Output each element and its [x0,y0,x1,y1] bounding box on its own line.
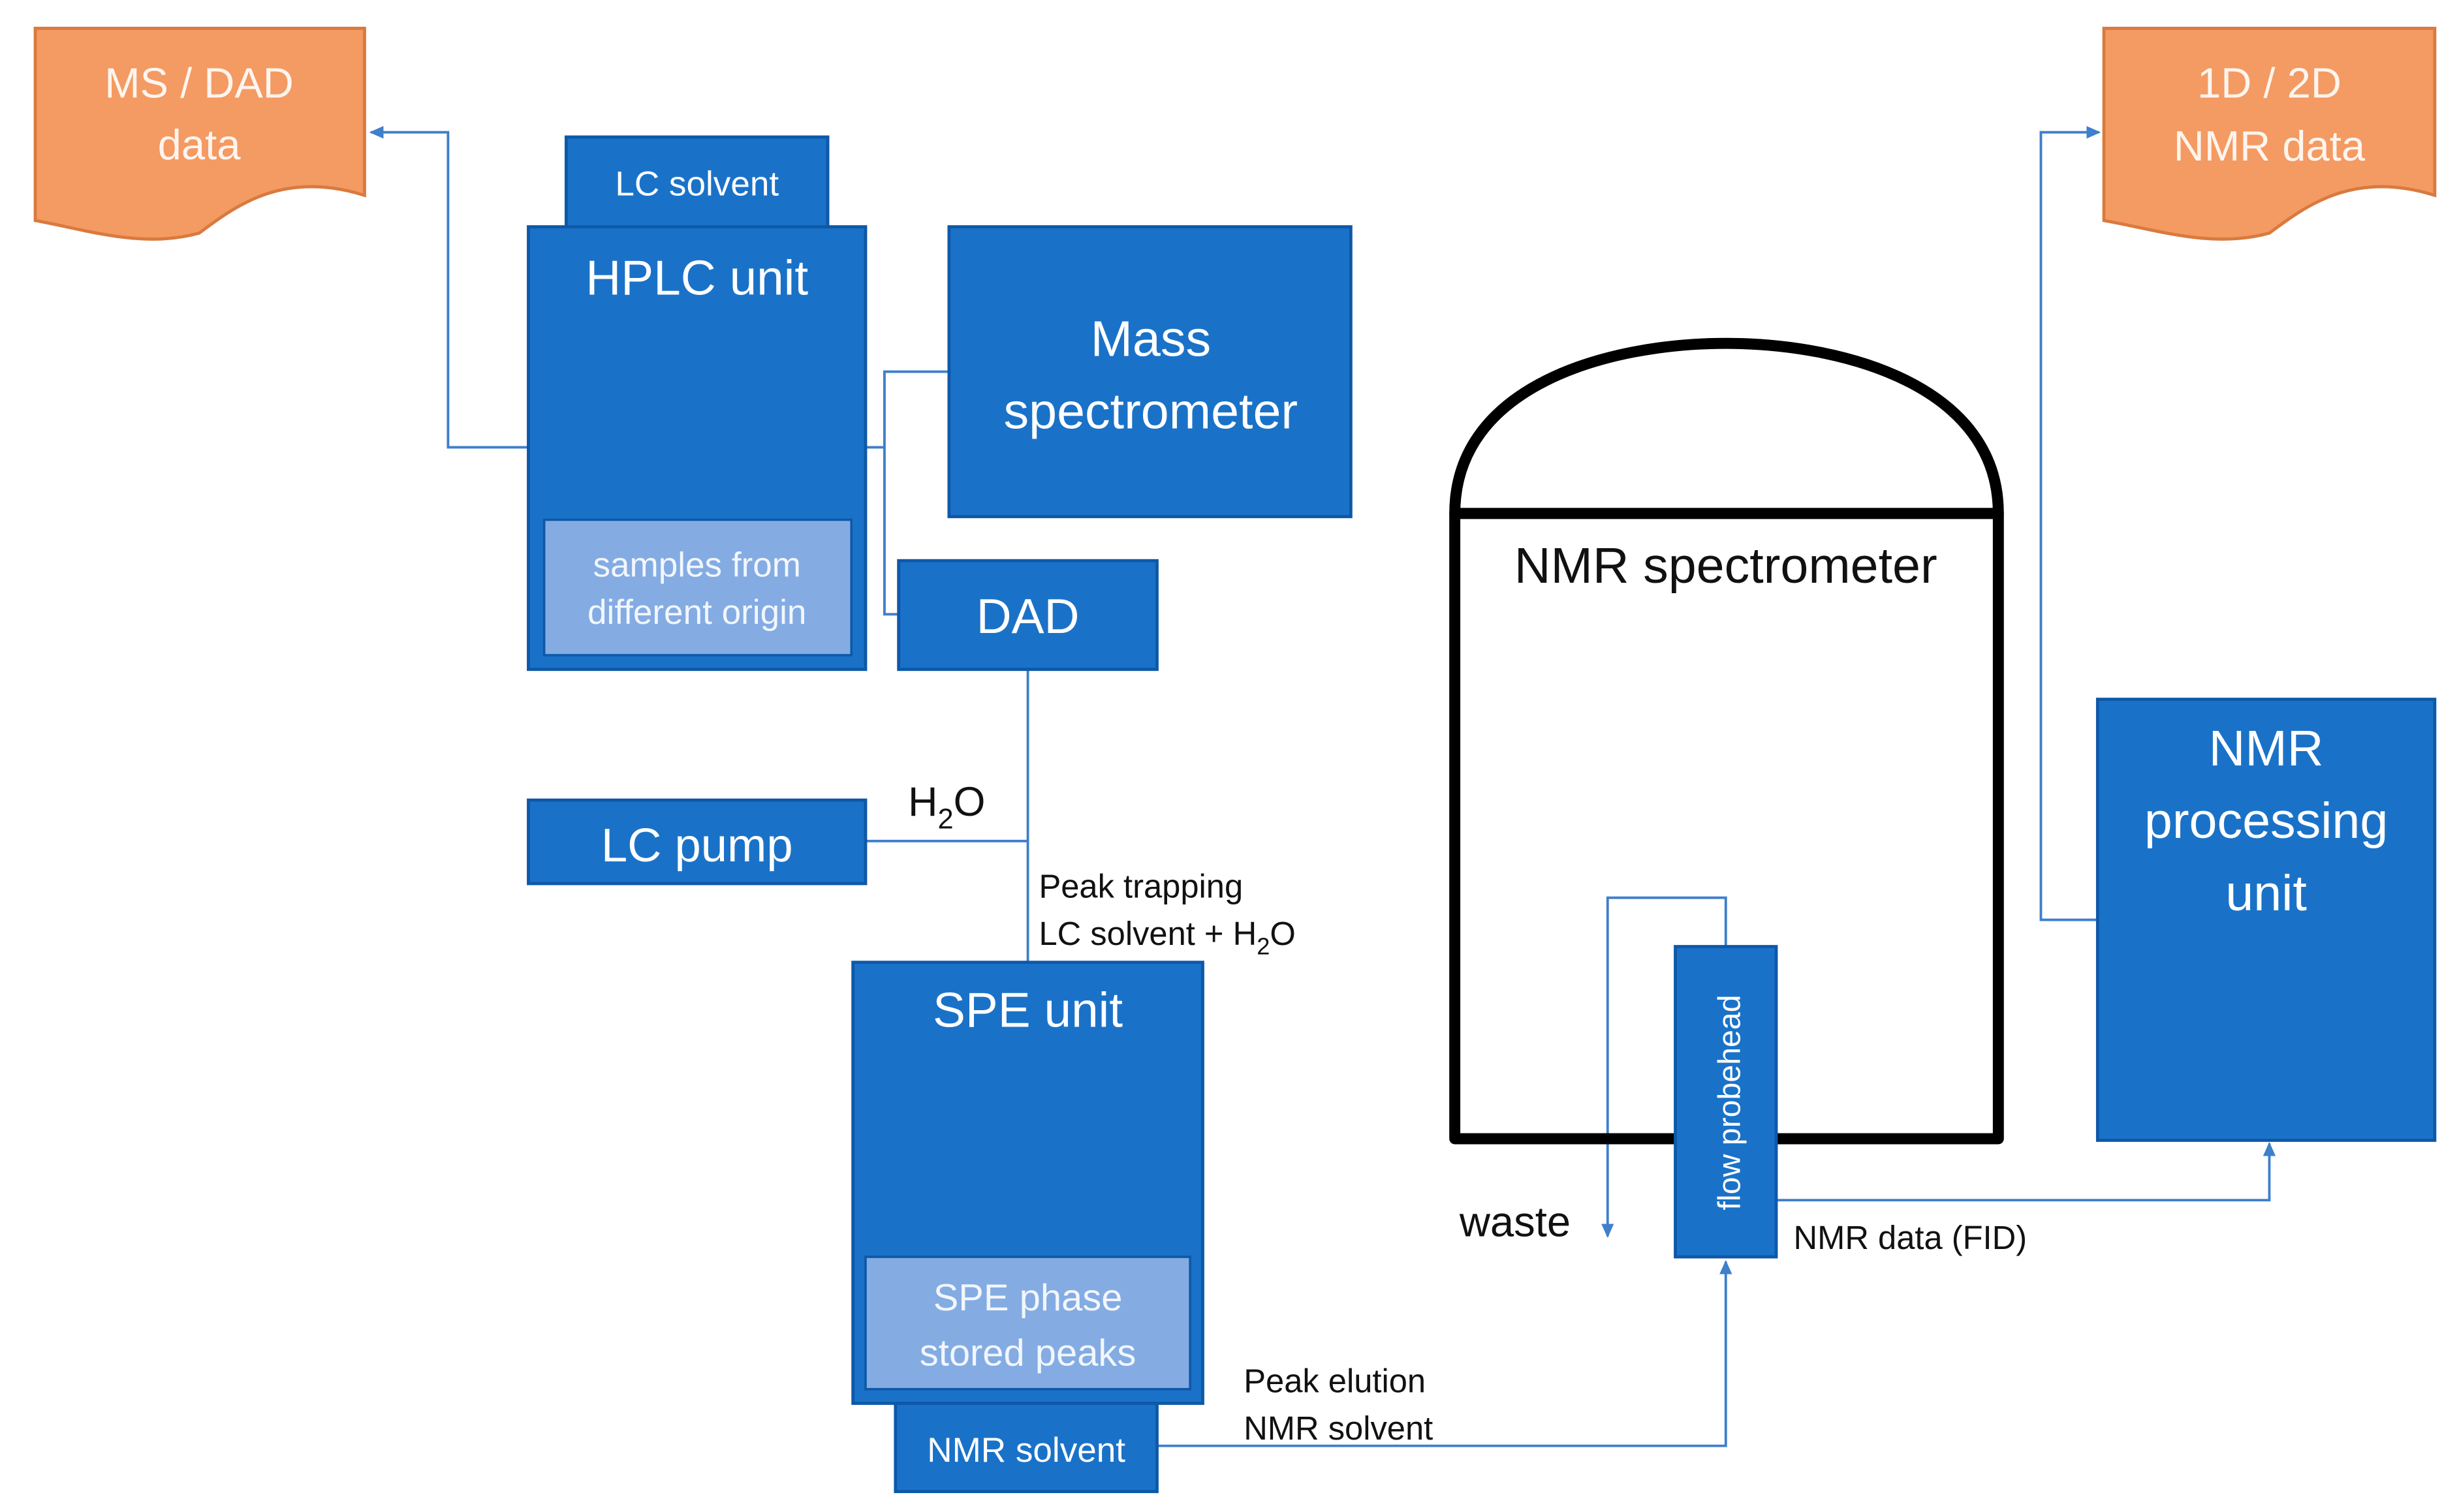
peak-trapping-sub: 2 [1257,933,1270,960]
nmr-solvent-label: NMR solvent [927,1431,1125,1470]
lc-solvent-box: LC solvent [564,135,830,230]
lc-pump-box: LC pump [527,798,868,886]
h2o-end: O [954,779,986,825]
peak-elution-label: Peak elution NMR solvent [1244,1363,1433,1447]
spe-unit-box: SPE unit SPE phase stored peaks [851,961,1204,1405]
peak-elution-line1: Peak elution [1244,1363,1426,1400]
mass-spec-line1: Mass [1091,311,1212,367]
svg-text:LC solvent + H2O: LC solvent + H2O [1039,915,1295,959]
peak-elution-line2: NMR solvent [1244,1410,1433,1447]
spe-unit-label: SPE unit [933,983,1123,1038]
dad-label: DAD [977,589,1080,643]
dad-box: DAD [897,559,1159,671]
nmr-proc-line2: processing [2144,793,2388,849]
nmr-proc-line3: unit [2225,865,2307,921]
ms-dad-data-line1: MS / DAD [104,59,294,107]
h2o-sub: 2 [937,804,953,835]
peak-trapping-line2: LC solvent + H [1039,915,1257,952]
hplc-unit-label: HPLC unit [586,250,808,305]
probehead-to-waste-arrow [1601,896,1727,1239]
nmr-data-line1: 1D / 2D [2197,59,2342,107]
hplc-to-dad-line [883,447,899,616]
waste-label: waste [1459,1198,1571,1246]
samples-line2: different origin [587,593,806,632]
nmr-data-line2: NMR data [2174,122,2366,170]
nmr-solvent-box: NMR solvent [894,1402,1159,1494]
nmr-data-fid-label: NMR data (FID) [1794,1219,2028,1256]
flow-probehead-label: flow probehead [1712,995,1747,1210]
ms-dad-data-document: MS / DAD data [33,27,366,241]
ms-dad-data-line2: data [158,121,242,168]
nmr-solvent-to-probehead-arrow [1157,1259,1732,1447]
nmr-data-document: 1D / 2D NMR data [2102,27,2437,241]
flow-probehead-box: flow probehead [1674,945,1778,1259]
h2o-label: H2O [908,779,985,835]
svg-text:H2O: H2O [908,779,985,835]
nmr-processing-unit-box: NMR processing unit [2095,698,2437,1142]
nmr-spectrometer-label: NMR spectrometer [1514,538,1937,594]
hplc-to-mass-spec-line [865,370,949,449]
nmr-processing-to-nmr-data-arrow [2039,126,2101,921]
nmr-spectrometer: NMR spectrometer [1449,337,2004,1145]
samples-line1: samples from [593,546,801,584]
spe-phase-line2: stored peaks [920,1333,1136,1374]
mass-spec-line2: spectrometer [1004,383,1298,439]
peak-trapping-label: Peak trapping LC solvent + H2O [1039,868,1295,960]
h2o-main: H [908,779,937,825]
hplc-to-ms-dad-data-arrow [369,126,529,449]
spe-phase-line1: SPE phase [933,1277,1123,1319]
peak-trapping-end: O [1270,915,1295,952]
peak-trapping-line1: Peak trapping [1039,868,1243,905]
mass-spectrometer-box: Mass spectrometer [947,225,1353,519]
probehead-to-nmr-processing-arrow [1776,1141,2276,1202]
lc-solvent-label: LC solvent [615,164,779,203]
hplc-unit-box: HPLC unit samples from different origin [527,225,868,671]
nmr-proc-line1: NMR [2209,720,2324,777]
lc-pump-label: LC pump [601,819,793,872]
connectors [369,126,2276,1447]
